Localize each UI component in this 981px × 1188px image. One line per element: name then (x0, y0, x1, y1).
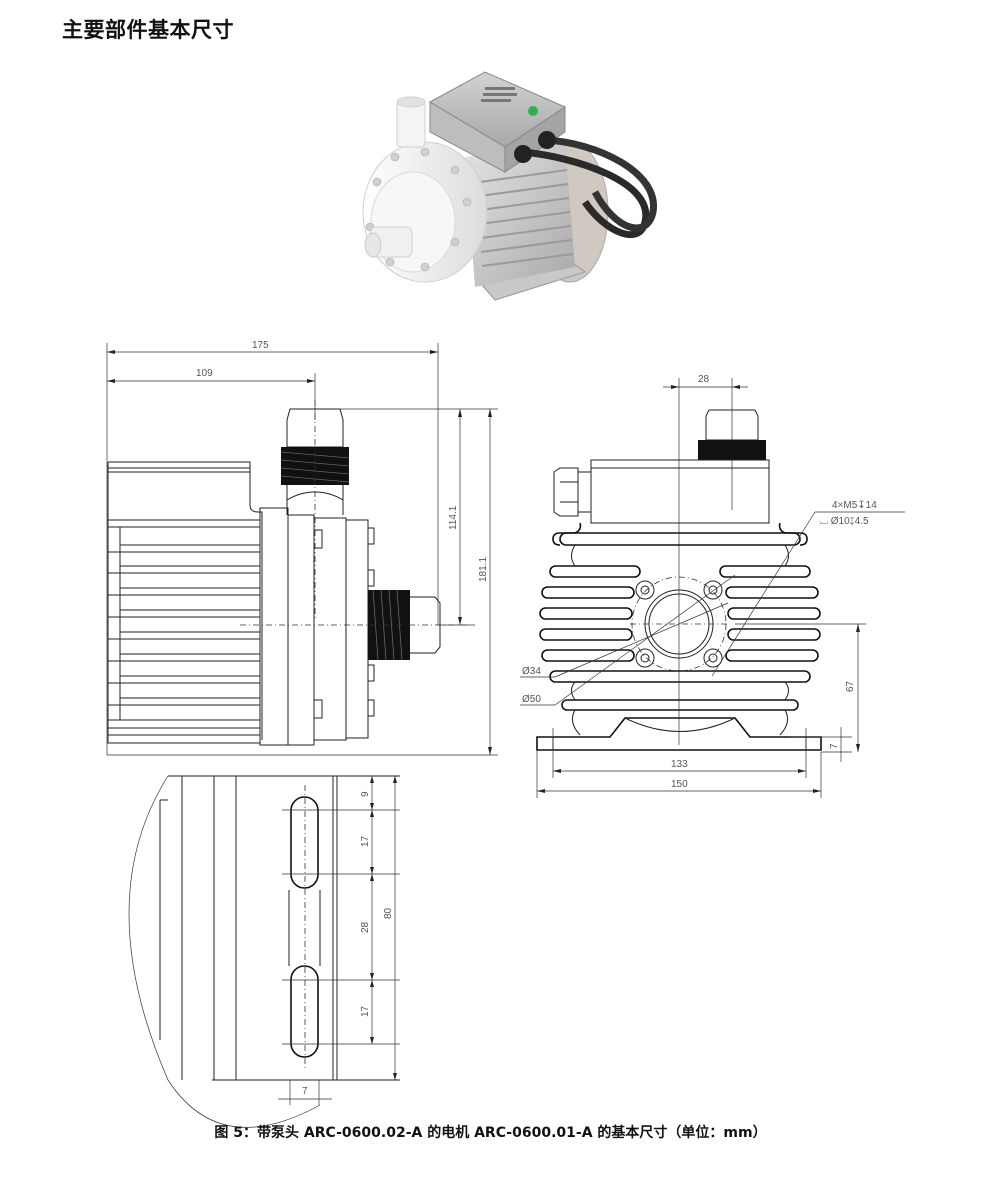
dim-phi34: Ø34 (522, 666, 541, 677)
detail-view: 9 17 28 17 80 7 (128, 775, 400, 1128)
dim-17-lower: 17 (360, 1005, 371, 1017)
dim-28-gap: 28 (360, 921, 371, 933)
dim-7-slot: 7 (302, 1086, 308, 1097)
dim-67: 67 (845, 680, 856, 692)
dim-150: 150 (671, 779, 688, 790)
side-view: 175 109 114.1 181.1 (106, 340, 498, 756)
hole-callout-line1: 4×M5↧14 (832, 500, 877, 511)
dim-7-foot: 7 (829, 743, 840, 749)
figure-caption: 图 5：带泵头 ARC-0600.02-A 的电机 ARC-0600.01-A … (214, 1125, 767, 1141)
section-heading: 主要部件基本尺寸 (62, 18, 234, 42)
dim-28: 28 (698, 374, 710, 385)
dim-80: 80 (383, 907, 394, 919)
dim-17-upper: 17 (360, 835, 371, 847)
dim-109: 109 (196, 368, 213, 379)
dim-175: 175 (252, 340, 269, 351)
front-view: 28 (520, 374, 905, 798)
hole-callout-line2: ⌴ Ø10↧4.5 (820, 516, 869, 527)
dim-133: 133 (671, 759, 688, 770)
dim-181-1: 181.1 (478, 557, 489, 582)
dim-phi50: Ø50 (522, 694, 541, 705)
pump-product-photo (362, 71, 657, 301)
dim-9: 9 (360, 791, 371, 797)
dim-114-1: 114.1 (448, 505, 459, 530)
